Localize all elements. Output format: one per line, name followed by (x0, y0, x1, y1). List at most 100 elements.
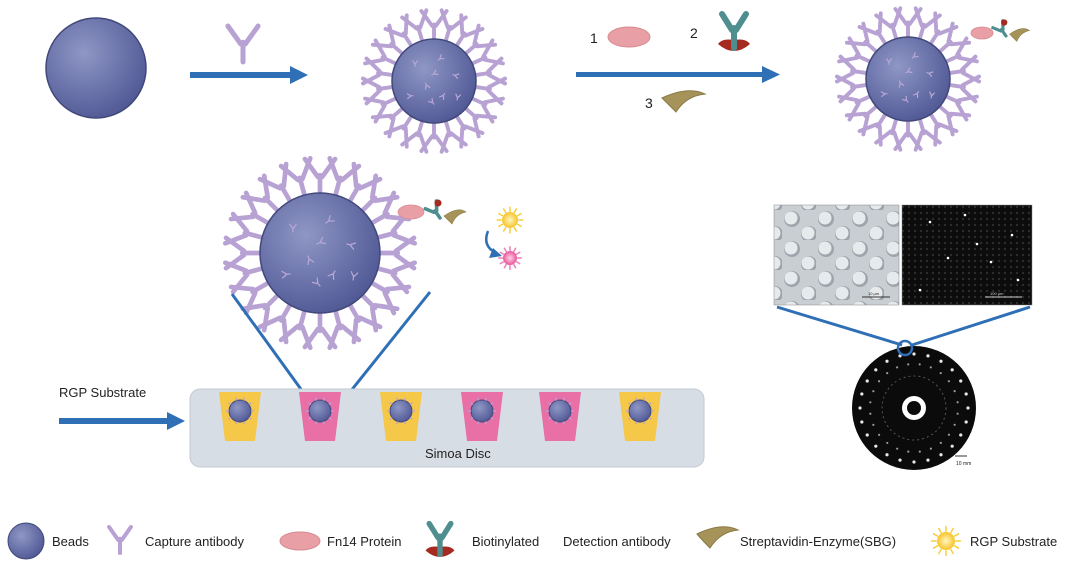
sem-micrograph: 10 µm (773, 204, 900, 306)
legend-sbg: Streptavidin-Enzyme(SBG) (696, 526, 896, 549)
antibody-mark (452, 73, 460, 80)
disc-array-outer (964, 420, 968, 424)
disc-array-inner (886, 372, 889, 375)
rgp-substrate-label: RGP Substrate (59, 385, 146, 400)
antibody-mark (406, 93, 414, 100)
fluo-scalebar-label: 100 µm (990, 291, 1004, 296)
disc-array-outer (865, 433, 869, 437)
disc-array-outer (860, 392, 864, 396)
disc-array-inner (947, 380, 950, 383)
disc-array-inner (872, 423, 875, 426)
legend-detection-antibody: Biotinylated Detection antibody (425, 520, 671, 557)
disc-array-inner (877, 380, 881, 383)
detection-antibody-mark (718, 11, 750, 51)
antibody-mark (307, 255, 315, 266)
detection-antibody-mark (425, 520, 455, 557)
bead-core (259, 192, 381, 314)
legend-capture-label: Capture antibody (145, 534, 245, 549)
antibody-mark (898, 80, 905, 88)
antibody-mark (281, 270, 291, 279)
disc-array-outer (959, 379, 963, 383)
antibody-mark (431, 69, 439, 76)
well (299, 392, 341, 441)
legend-beads-label: Beads (52, 534, 89, 549)
bead-core (865, 36, 951, 122)
disc-scalebar-label: 10 mm (956, 461, 971, 467)
antibody-mark (327, 270, 336, 280)
disc-array-outer (874, 368, 878, 372)
coated-bead-1 (360, 8, 508, 154)
sbg-enzyme-icon (661, 90, 707, 113)
disc-array-inner (878, 433, 881, 436)
disc-array-outer (865, 379, 869, 383)
disc-array-inner (956, 412, 959, 415)
reagent-step-2: 2 (690, 11, 750, 51)
bare-bead (45, 17, 147, 119)
bead-core (391, 38, 477, 124)
reagent-step-3: 3 (645, 90, 707, 113)
well (219, 392, 261, 441)
rgp-substrate-yellow-icon (496, 206, 524, 234)
antibody-mark (902, 95, 909, 103)
antibody-mark (225, 23, 261, 65)
antibody-mark (350, 271, 359, 281)
biotinylated-detection-antibody-icon (718, 11, 750, 51)
arrow-2 (576, 66, 780, 83)
well (380, 392, 422, 441)
disc-array-outer (959, 433, 963, 437)
disc-array-inner (956, 401, 959, 404)
antibody-mark (437, 54, 445, 61)
disc-array-outer (926, 458, 930, 462)
disc-array-inner (907, 450, 910, 453)
sun-mark (496, 206, 524, 234)
disc-array-inner (953, 423, 956, 426)
sun-mark (498, 246, 522, 270)
fluorescence-micrograph: 100 µm (901, 204, 1033, 306)
antibody-mark (913, 90, 920, 99)
disc-array-inner (947, 433, 951, 436)
disc-array-inner (896, 447, 899, 450)
sem-scalebar-label: 10 µm (868, 291, 880, 296)
disc-array-outer (912, 460, 916, 464)
disc-array-outer (885, 359, 889, 363)
disc-array-outer (966, 406, 970, 410)
antibody-mark (926, 71, 934, 78)
legend-biotinylated-label: Biotinylated (472, 534, 539, 549)
bright-well (975, 242, 979, 246)
disc-array-inner (869, 401, 872, 404)
arrow-1 (190, 66, 308, 84)
legend-beads: Beads (7, 522, 89, 560)
disc-array-inner (886, 441, 889, 445)
rgp-product-pink-icon (498, 246, 522, 270)
disc-array-inner (907, 363, 910, 366)
step-2-number: 2 (690, 25, 698, 41)
simoa-disc: Simoa Disc (189, 388, 705, 468)
disc-array-outer (939, 453, 943, 457)
fn14-protein-icon (607, 26, 651, 48)
legend-rgp-substrate: RGP Substrate (930, 525, 1057, 557)
antibody-mark (905, 67, 913, 74)
substrate-conversion (485, 206, 524, 270)
disc-array-outer (912, 352, 916, 356)
coated-bead-2 (834, 6, 982, 152)
antibody-mark (311, 277, 321, 287)
legend-sbg-label: Streptavidin-Enzyme(SBG) (740, 534, 896, 549)
antibody-mark (346, 242, 357, 250)
disc-array-inner (918, 450, 921, 453)
capture-antibody-icon (225, 23, 261, 65)
disc-array-outer (858, 406, 862, 410)
disc-array-outer (939, 359, 943, 363)
immunocomplex-large (397, 199, 467, 225)
antibody-mark (278, 155, 313, 200)
disc-array-inner (929, 366, 932, 369)
legend: Beads Capture antibody Fn14 Protein Biot… (7, 520, 1057, 560)
substrate-input: RGP Substrate (59, 385, 185, 430)
bright-well (1010, 233, 1014, 237)
bright-well (918, 288, 922, 292)
disc-array-inner (918, 363, 921, 366)
antibody-mark (316, 237, 327, 245)
antibody-mark (412, 60, 418, 67)
zoom-lines (230, 291, 432, 393)
antibody-mark (325, 215, 335, 224)
legend-detection-label: Detection antibody (563, 534, 671, 549)
